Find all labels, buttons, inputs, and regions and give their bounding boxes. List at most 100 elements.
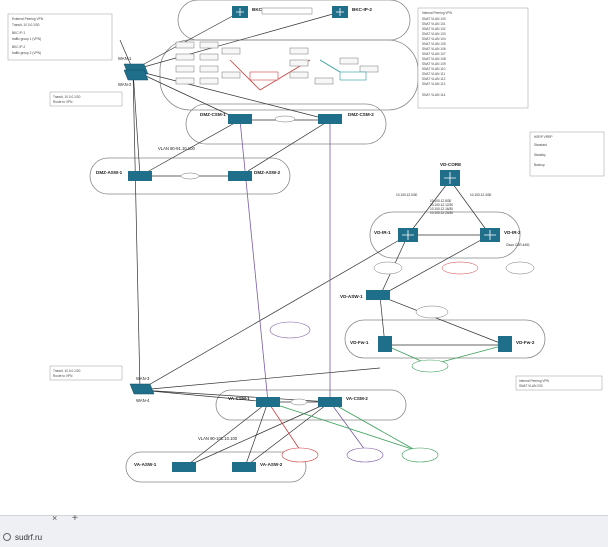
note-topright-line-2: SNAT VLAN 100	[422, 17, 446, 21]
vd-fw-2: VD-Fw-2	[498, 336, 535, 352]
note-topright-line-13: SNAT VLAN 111	[422, 72, 445, 76]
note-topleft: External Peering VPN Transit, 10.0.0.1/3…	[7, 13, 113, 61]
wan-1-switch: WAN-1 WAN-2	[118, 56, 149, 87]
wan-2-label: WAN-2	[118, 82, 132, 87]
note-right-line-3: Standby	[534, 153, 546, 157]
ip-right-label: 10.100.12.4/30	[470, 193, 491, 197]
note-topright-line-4: SNAT VLAN 102	[422, 27, 446, 31]
address-bar[interactable]: sudrf.ru	[0, 529, 608, 545]
note-wan-lower-line-1: Transit, 10.0.0.1/30	[53, 369, 81, 373]
zone-frames	[89, 0, 546, 483]
ip-mid3-label: 10.100.12.16/30	[430, 207, 453, 211]
va-asw-2-switch: VA-ASW-2	[232, 462, 283, 472]
va-asw-2-label: VA-ASW-2	[260, 462, 283, 467]
note-right-line-4: Backup	[534, 163, 545, 167]
ip-mid2-label: 10.100.12.12/30	[430, 203, 453, 207]
va-vpc-link	[290, 398, 308, 406]
links	[119, 11, 506, 468]
dmz-vpc-link	[274, 115, 296, 123]
vlan-va-label: VLAN 90-101.10.100	[198, 436, 238, 441]
note-right-line-1: HSRP VRRP	[534, 135, 553, 139]
core-label: VD-CORE	[440, 162, 461, 167]
dmz-asw-link	[180, 172, 200, 180]
bkc-ip-2-router: BKC-IP-2	[332, 6, 372, 18]
wan-1-label: WAN-1	[118, 56, 132, 61]
purple-center-box	[269, 321, 311, 339]
vlan-box-cluster	[175, 41, 379, 85]
cisco-asa-label: Cisco CSR-4451	[506, 243, 530, 247]
vd-ir-1-label: VD-IR-1	[374, 230, 391, 235]
note-wan-left-line-1: Transit, 10.0.0.1/30	[53, 95, 81, 99]
note-topright-line-9: SNAT VLAN 107	[422, 52, 446, 56]
note-topleft-line-5: BKC IP-2	[12, 45, 26, 49]
close-icon[interactable]: ×	[52, 513, 58, 523]
vd-fw-1: VD-Fw-1	[350, 336, 392, 352]
note-topleft-line-3: BKC IP-1	[12, 31, 26, 35]
ip-stack: 10.100.12.8/30 10.100.12.12/30 10.100.12…	[430, 199, 453, 215]
va-csm-2-switch: VA-CSM-2	[318, 396, 368, 407]
dmz-asw-1-switch: DMZ-ASW-1	[96, 170, 152, 181]
note-topright-line-8: SNAT VLAN 106	[422, 47, 446, 51]
globe-icon	[3, 533, 11, 541]
note-topleft-line-4: traffic group 1 (VPN)	[12, 37, 41, 41]
va-asw-1-switch: VA-ASW-1	[134, 462, 196, 472]
ip-left-label: 10.100.12.0/30	[396, 193, 417, 197]
dmz-asw-1-label: DMZ-ASW-1	[96, 170, 123, 175]
bottom-colored-boxes	[281, 447, 439, 463]
red-vlan-box	[249, 71, 279, 81]
note-topright-line-10: SNAT VLAN 108	[422, 57, 446, 61]
wan-3-switch: WAN-3 WAN-4	[129, 376, 155, 403]
note-topright: Internal Peering VPN SNAT VLAN 100 SNAT …	[417, 7, 529, 109]
note-right: HSRP VRRP Standard Standby Backup	[529, 131, 605, 177]
note-topleft-line-6: traffic group 2 (VPN)	[12, 51, 41, 55]
dmz-asw-2-label: DMZ-ASW-2	[254, 170, 281, 175]
va-csm-1-switch: VA-CSM-1	[228, 396, 280, 407]
vd-ir-1-router: VD-IR-1	[374, 228, 418, 242]
note-topleft-line-1: External Peering VPN	[12, 17, 44, 21]
note-wan-lower-line-2: Route to VPN	[53, 374, 73, 378]
note-bottom-right-line-1: Internal Peering VPN	[519, 379, 550, 383]
tab-strip: × +	[0, 513, 608, 526]
dmz-csm-1-switch: DMZ-CSM-1	[200, 112, 252, 124]
vd-asw-1-switch: VD-ASW-1	[340, 290, 390, 300]
teal-vlan-box	[339, 71, 367, 81]
url-text[interactable]: sudrf.ru	[15, 532, 43, 542]
ip-mid4-label: 10.100.12.20/30	[430, 211, 453, 215]
wan-4-label: WAN-4	[136, 398, 150, 403]
wan-3-label: WAN-3	[136, 376, 150, 381]
note-bottom-right: Internal Peering VPN SNAT VLAN 200	[515, 375, 603, 391]
note-topright-line-6: SNAT VLAN 104	[422, 37, 446, 41]
vd-fw-green-box	[411, 359, 449, 373]
note-topright-line-14: SNAT VLAN 112	[422, 77, 446, 81]
note-topright-line-15: SNAT VLAN 113	[422, 82, 446, 86]
vlan-dmz-label: VLAN 80-91.10.100	[158, 146, 195, 151]
plus-icon[interactable]: +	[72, 513, 78, 524]
ip-mid1-label: 10.100.12.8/30	[430, 199, 451, 203]
top-center-link-box	[261, 7, 313, 15]
bkc-ip-2-label: BKC-IP-2	[352, 7, 372, 12]
note-topright-line-1: Internal Peering VPN	[422, 11, 453, 15]
dmz-csm-1-label: DMZ-CSM-1	[200, 112, 226, 117]
vd-ir-2-label: VD-IR-2	[504, 230, 521, 235]
colored-links	[229, 59, 506, 451]
network-diagram: BKC-IP-1 BKC-IP-2 WAN-1 WAN-2	[7, 0, 605, 483]
note-right-line-2: Standard	[534, 143, 547, 147]
note-topright-line-7: SNAT VLAN 105	[422, 42, 446, 46]
va-csm-2-label: VA-CSM-2	[346, 396, 368, 401]
dmz-csm-2-switch: DMZ-CSM-2	[318, 112, 374, 124]
vd-asw-1-label: VD-ASW-1	[340, 294, 363, 299]
note-bottom-right-line-2: SNAT VLAN 200	[519, 384, 543, 388]
vd-fw-2-label: VD-Fw-2	[516, 340, 535, 345]
note-wan-left-line-2: Route to VPN	[53, 100, 73, 104]
note-topright-line-11: SNAT VLAN 109	[422, 62, 446, 66]
vd-ir-2-router: VD-IR-2	[480, 228, 521, 242]
note-topright-line-12: SNAT VLAN 110	[422, 67, 446, 71]
dmz-csm-2-label: DMZ-CSM-2	[348, 112, 374, 117]
note-wan-left: Transit, 10.0.0.1/30 Route to VPN	[49, 91, 123, 107]
vd-peering-boxes	[373, 261, 535, 319]
va-asw-1-label: VA-ASW-1	[134, 462, 157, 467]
note-topleft-line-2: Transit, 10.0.0.1/30	[12, 23, 40, 27]
core-router: VD-CORE	[440, 162, 461, 186]
note-topright-line-16: SNAT VLAN 114	[422, 93, 446, 97]
vd-fw-1-label: VD-Fw-1	[350, 340, 369, 345]
